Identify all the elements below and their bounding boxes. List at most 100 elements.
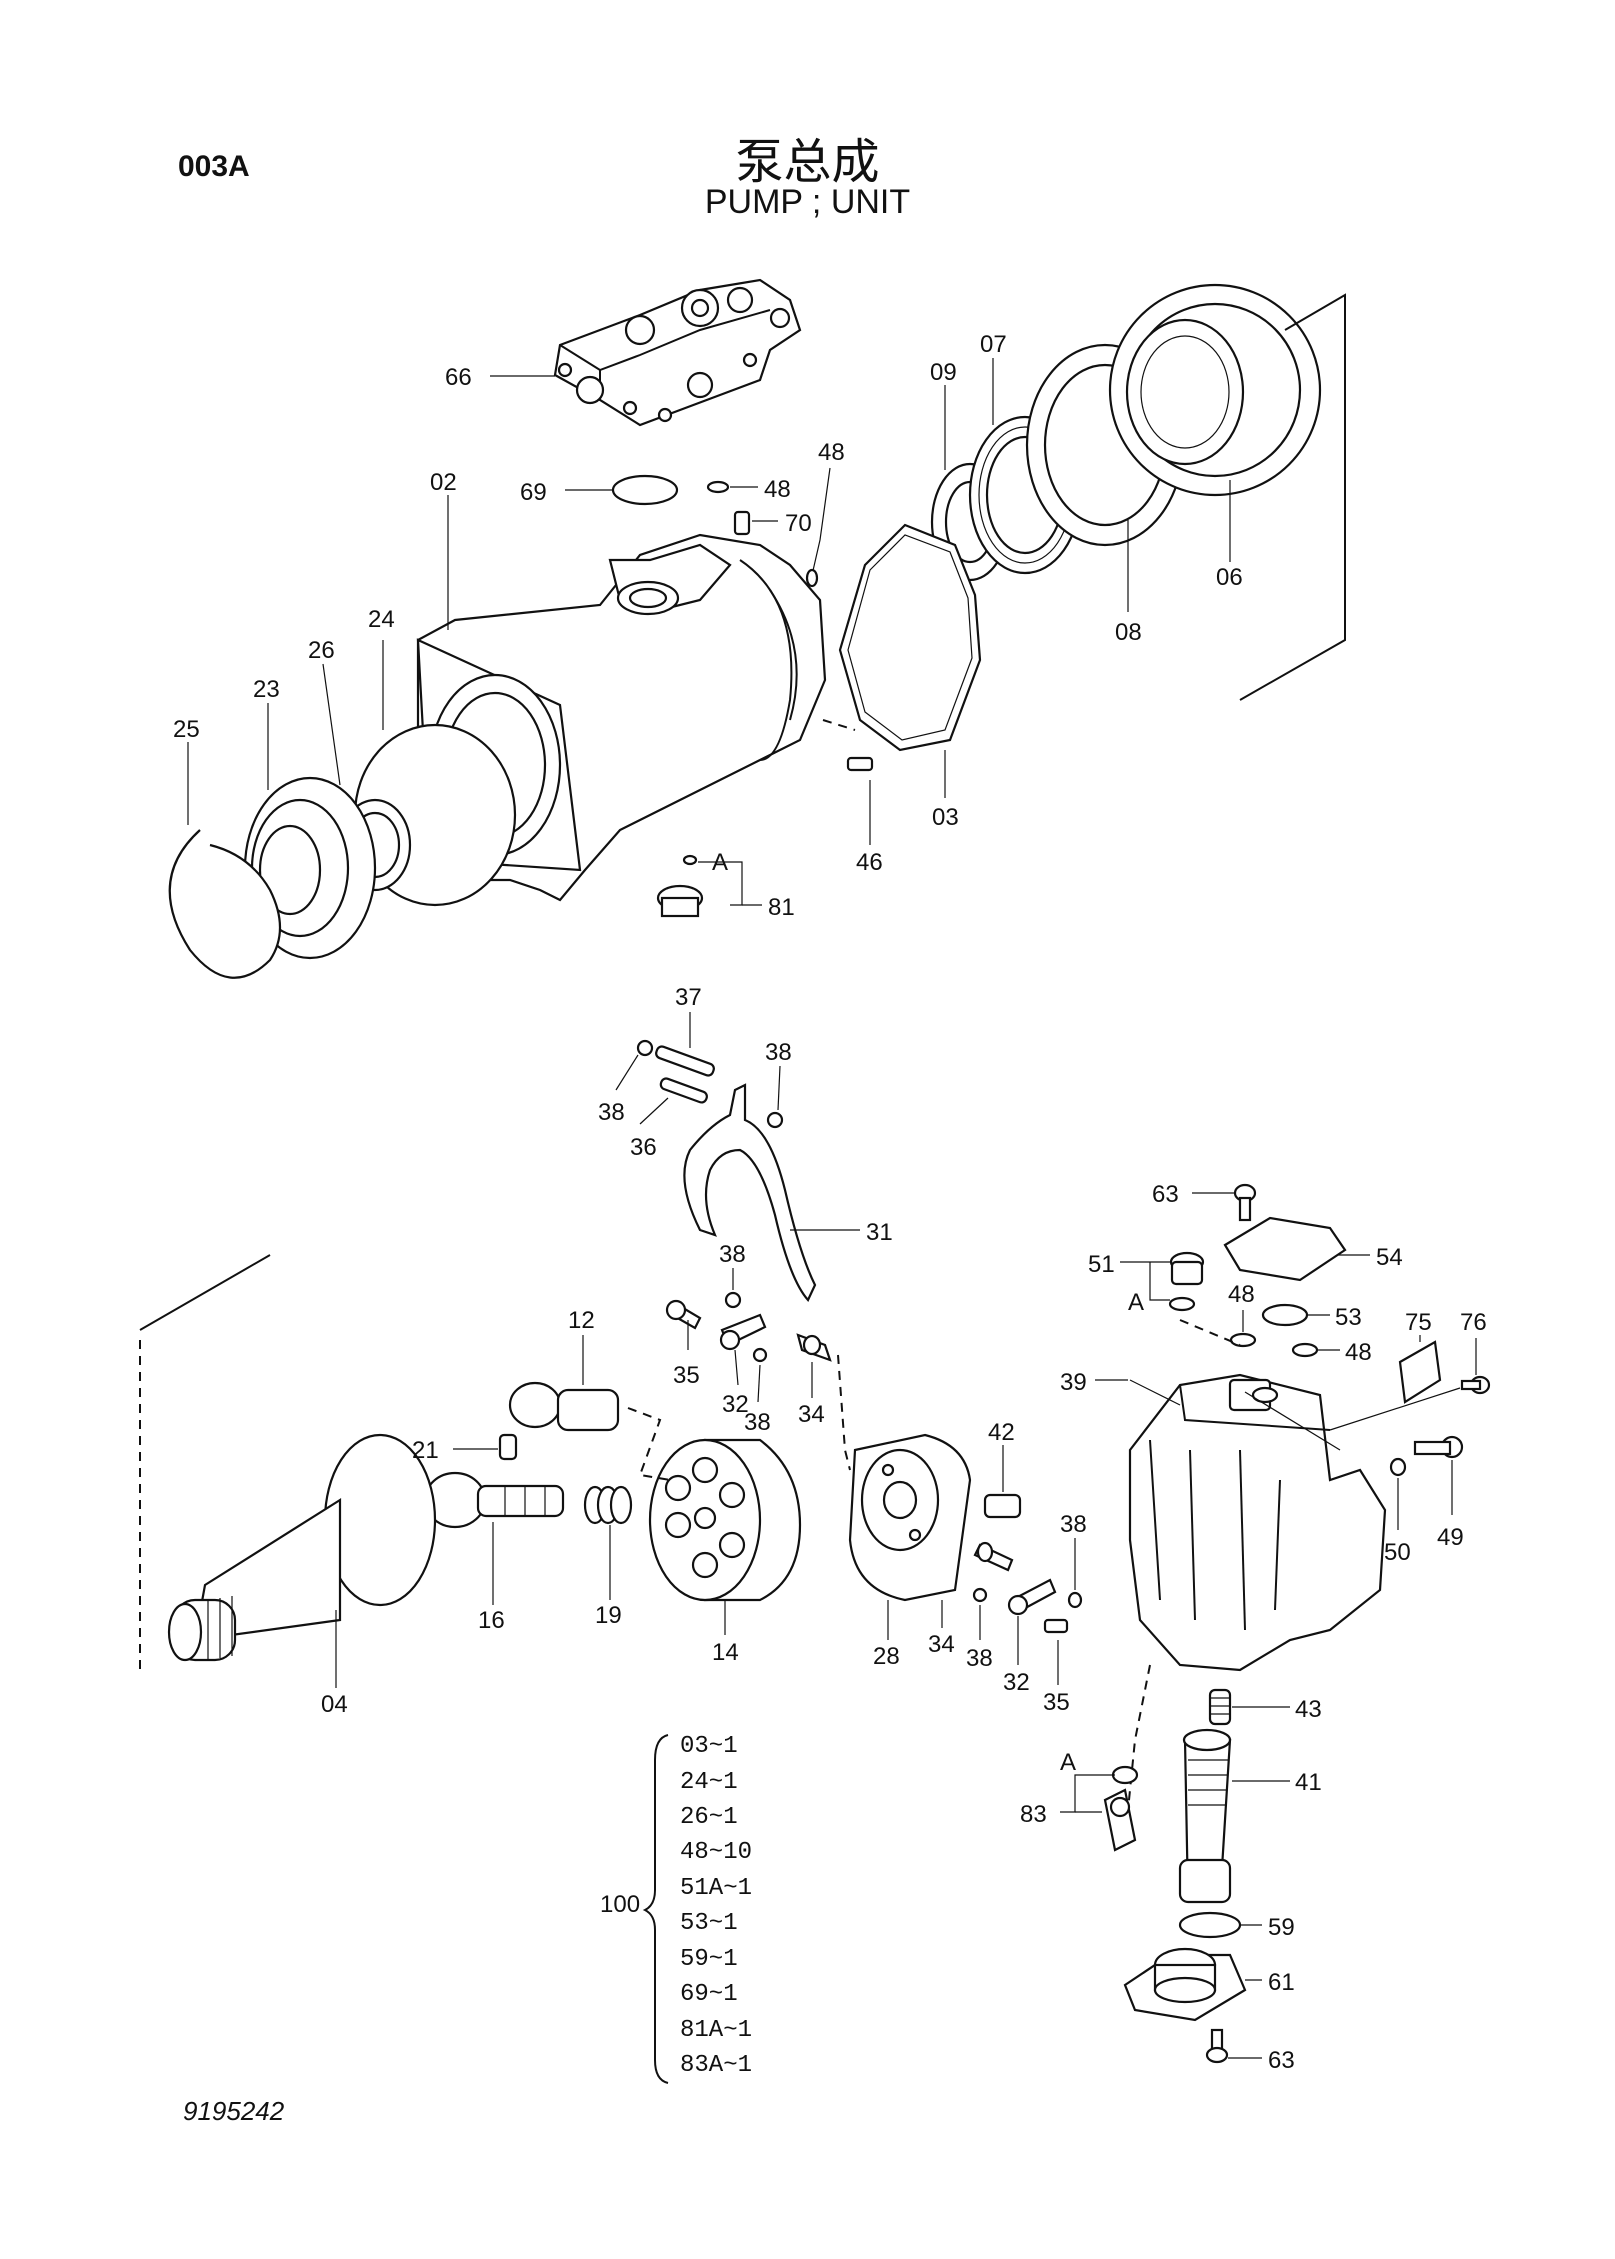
callout-14: 14	[712, 1639, 739, 1666]
callout-34: 34	[798, 1401, 825, 1428]
callout-36: 36	[630, 1134, 657, 1161]
callout-63: 63	[1268, 2047, 1295, 2074]
part-25-snap-ring	[168, 829, 281, 979]
callout-63: 63	[1152, 1181, 1179, 1208]
callout-48: 48	[764, 476, 791, 503]
callout-42: 42	[988, 1419, 1015, 1446]
callout-26: 26	[308, 637, 335, 664]
part-04-drive-shaft	[167, 1433, 437, 1662]
callout-02: 02	[430, 469, 457, 496]
callout-A: A	[1060, 1749, 1076, 1776]
part-34-pin	[796, 1333, 832, 1362]
kit-item: 26~1	[680, 1804, 738, 1831]
kit-brace	[642, 1734, 669, 2084]
callout-07: 07	[980, 331, 1007, 358]
part-54-cover	[1223, 1216, 1347, 1282]
callout-69: 69	[520, 479, 547, 506]
kit-item: 53~1	[680, 1910, 738, 1937]
callout-16: 16	[478, 1607, 505, 1634]
callout-54: 54	[1376, 1244, 1403, 1271]
callout-23: 23	[253, 676, 280, 703]
callout-12: 12	[568, 1307, 595, 1334]
part-39-valve-block	[1128, 1373, 1387, 1672]
callout-28: 28	[873, 1643, 900, 1670]
kit-item: 69~1	[680, 1981, 738, 2008]
callout-38: 38	[1060, 1511, 1087, 1538]
part-66-regulator	[553, 278, 802, 427]
callout-31: 31	[866, 1219, 893, 1246]
callout-09: 09	[930, 359, 957, 386]
callout-06: 06	[1216, 564, 1243, 591]
part-63-bolt	[1233, 1183, 1257, 1222]
part-51-plug	[1169, 1251, 1205, 1286]
kit-number: 100	[600, 1891, 640, 1918]
callout-61: 61	[1268, 1969, 1295, 1996]
callout-04: 04	[321, 1691, 348, 1718]
part-69-o-ring	[611, 474, 679, 506]
part-16-center-shaft	[423, 1471, 565, 1529]
callout-21: 21	[412, 1437, 439, 1464]
part-31-yoke	[683, 1083, 817, 1302]
callout-48: 48	[1345, 1339, 1372, 1366]
callout-83: 83	[1020, 1801, 1047, 1828]
page-title-english: PUMP ; UNIT	[704, 183, 911, 221]
callout-76: 76	[1460, 1309, 1487, 1336]
part-43-spring	[1208, 1688, 1232, 1726]
part-63-bolt-lower	[1205, 2028, 1229, 2064]
callout-35: 35	[1043, 1689, 1070, 1716]
kit-item: 83A~1	[680, 2052, 752, 2079]
callout-38: 38	[598, 1099, 625, 1126]
kit-item: 24~1	[680, 1769, 738, 1796]
part-03-gasket	[838, 523, 982, 752]
part-28-valve-plate	[848, 1433, 972, 1602]
part-59-o-ring	[1178, 1911, 1242, 1939]
callout-32: 32	[722, 1391, 749, 1418]
part-83-plug	[1103, 1788, 1137, 1852]
callout-34: 34	[928, 1631, 955, 1658]
callout-32: 32	[1003, 1669, 1030, 1696]
part-41-spool	[1178, 1728, 1232, 1904]
part-23-cover	[243, 776, 377, 960]
callout-43: 43	[1295, 1696, 1322, 1723]
callout-08: 08	[1115, 619, 1142, 646]
callout-59: 59	[1268, 1914, 1295, 1941]
callout-48: 48	[1228, 1281, 1255, 1308]
part-19-spring	[583, 1485, 633, 1525]
callout-38: 38	[765, 1039, 792, 1066]
callout-81: 81	[768, 894, 795, 921]
part-53-o-ring	[1261, 1303, 1309, 1327]
service-kit-list: 100 03~1 24~1 26~1 48~10 51A~1 53~1 59~1…	[600, 1733, 752, 2079]
part-49-bolt	[1413, 1435, 1464, 1459]
callout-51: 51	[1088, 1251, 1115, 1278]
kit-item: 59~1	[680, 1946, 738, 1973]
part-76-bolt	[1460, 1375, 1491, 1395]
part-36-pin	[659, 1077, 708, 1104]
callout-53: 53	[1335, 1304, 1362, 1331]
callout-49: 49	[1437, 1524, 1464, 1551]
callout-37: 37	[675, 984, 702, 1011]
callout-A: A	[1128, 1289, 1144, 1316]
callout-25: 25	[173, 716, 200, 743]
part-12-piston	[508, 1381, 620, 1432]
callout-66: 66	[445, 364, 472, 391]
page-code: 003A	[178, 150, 250, 183]
callout-48: 48	[818, 439, 845, 466]
callout-35: 35	[673, 1362, 700, 1389]
callout-24: 24	[368, 606, 395, 633]
kit-item: 51A~1	[680, 1875, 752, 1902]
callout-39: 39	[1060, 1369, 1087, 1396]
callout-19: 19	[595, 1602, 622, 1629]
part-14-cylinder-block	[648, 1438, 802, 1602]
kit-item: 81A~1	[680, 2017, 752, 2044]
callout-03: 03	[932, 804, 959, 831]
callout-38: 38	[744, 1409, 771, 1436]
part-37-pin	[655, 1045, 715, 1077]
callout-75: 75	[1405, 1309, 1432, 1336]
part-61-cover	[1123, 1947, 1247, 2022]
part-06-roller-bearing	[1108, 283, 1322, 497]
callout-70: 70	[785, 510, 812, 537]
callout-38: 38	[719, 1241, 746, 1268]
callout-50: 50	[1384, 1539, 1411, 1566]
kit-item: 03~1	[680, 1733, 738, 1760]
